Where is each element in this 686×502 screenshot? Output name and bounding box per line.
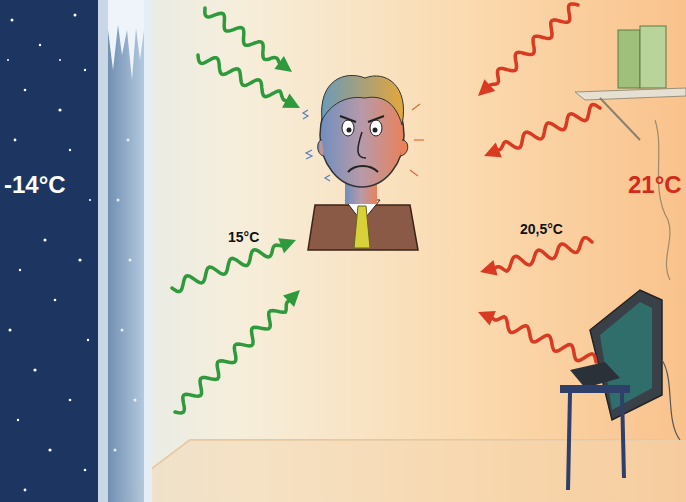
icicles: [108, 0, 144, 80]
snow-stars: [7, 14, 91, 492]
shivering-man: [303, 75, 424, 250]
window-side-temperature: 15°C: [228, 230, 259, 245]
frost: [114, 139, 137, 452]
room-temperature: 21°C: [628, 172, 682, 198]
shelf-with-books: [575, 26, 686, 140]
window-glass: [108, 0, 144, 502]
cold-radiation-arrow-head: [278, 238, 296, 253]
window-frame: [98, 0, 108, 502]
outdoor-temperature: -14°C: [4, 172, 66, 198]
warm-radiation-arrow: [493, 317, 596, 362]
cold-radiation-arrow: [172, 245, 281, 291]
window-frame: [144, 0, 152, 502]
warm-radiation-arrow: [499, 105, 600, 150]
cold-radiation-arrow-head: [282, 94, 300, 109]
floor: [120, 440, 686, 502]
cold-radiation-arrow-head: [283, 290, 300, 307]
warm-radiation-arrow-head: [478, 79, 495, 96]
wall-side-temperature: 20,5°C: [520, 222, 563, 237]
cold-radiation-arrow: [198, 55, 286, 101]
warm-radiation-arrow: [496, 238, 593, 271]
cold-radiation-arrow: [175, 301, 289, 413]
computer-on-table: [560, 290, 680, 490]
warm-radiation-arrow-head: [478, 311, 496, 326]
warm-radiation-arrow-head: [484, 143, 502, 158]
warm-radiation-arrow-head: [480, 260, 498, 276]
plant-stem: [655, 120, 670, 280]
cold-radiation-arrow: [205, 8, 279, 63]
night-sky: [0, 0, 98, 502]
warm-radiation-arrow: [490, 4, 578, 85]
cold-radiation-arrow-head: [274, 56, 292, 72]
